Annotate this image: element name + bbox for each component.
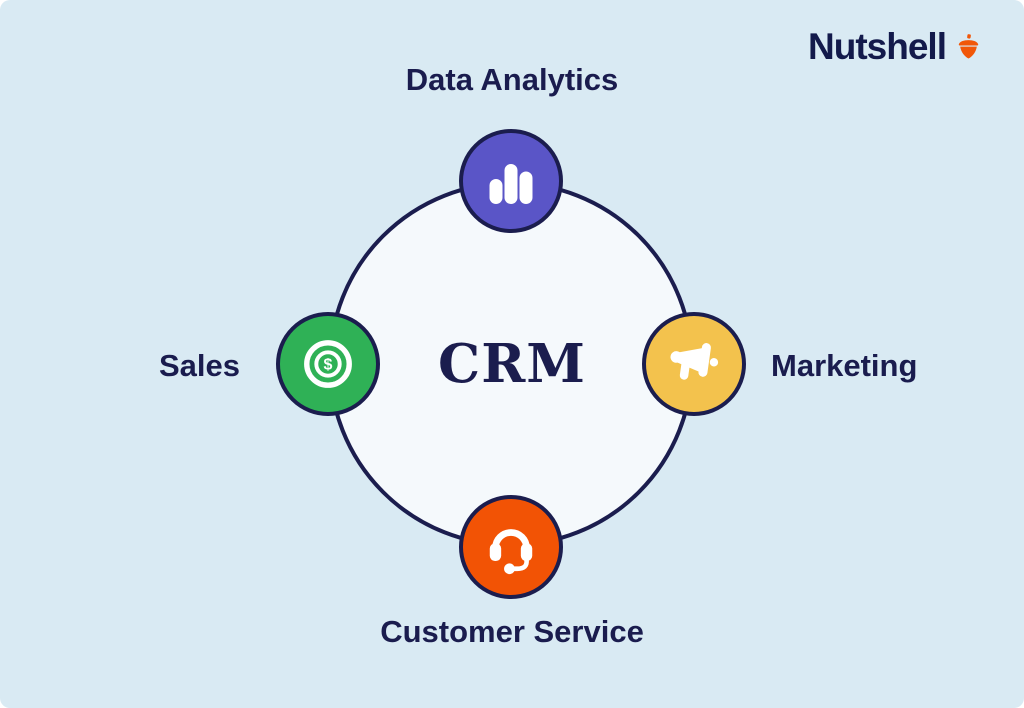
megaphone-icon [670, 343, 719, 380]
acorn-icon [958, 34, 979, 59]
label-marketing: Marketing [771, 348, 918, 383]
crm-ring [328, 181, 694, 547]
node-marketing [642, 312, 746, 416]
label-data-analytics: Data Analytics [405, 62, 619, 97]
dollar-coin-icon: $ [304, 340, 352, 388]
label-customer-service: Customer Service [380, 614, 644, 649]
node-data-analytics [459, 129, 563, 233]
dollar-sign-glyph: $ [324, 356, 333, 374]
nutshell-logo: Nutshell [808, 28, 982, 65]
nutshell-wordmark: Nutshell [808, 26, 947, 67]
headset-icon [489, 529, 533, 575]
node-customer-service [459, 495, 563, 599]
bar-chart-icon [489, 164, 533, 204]
label-sales: Sales [158, 348, 240, 383]
crm-center-label: CRM [438, 333, 586, 395]
node-sales: $ [276, 312, 380, 416]
